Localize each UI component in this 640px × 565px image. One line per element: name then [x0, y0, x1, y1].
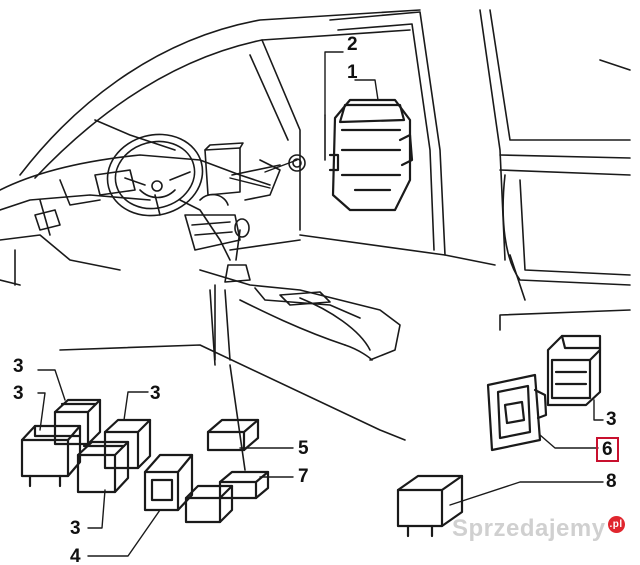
callout-3-left-top: 3: [13, 356, 24, 377]
callout-2: 2: [347, 34, 358, 55]
watermark-badge: .pl: [607, 516, 625, 533]
part-8-relay: [396, 474, 464, 538]
callout-3-left-mid: 3: [13, 383, 24, 404]
watermark: Sprzedajemy.pl: [452, 515, 625, 543]
callout-3-right: 3: [606, 409, 617, 430]
watermark-text: Sprzedajemy: [452, 515, 606, 542]
callout-8: 8: [606, 471, 617, 492]
callout-1: 1: [347, 62, 358, 83]
callout-3-center: 3: [150, 383, 161, 404]
callout-3-bottom: 3: [70, 518, 81, 539]
car-interior-sketch: [0, 9, 631, 471]
leader-lines: [37, 51, 604, 557]
part-1-control-unit: [328, 98, 414, 212]
callout-4: 4: [70, 546, 81, 565]
callout-6-highlighted: 6: [596, 437, 619, 462]
part-3-right-switch: [546, 334, 602, 407]
part-2-connector: [204, 114, 326, 196]
callout-5: 5: [298, 438, 309, 459]
callout-7: 7: [298, 466, 309, 487]
switch-cluster-left: [20, 398, 270, 524]
part-6-bezel: [486, 373, 548, 452]
